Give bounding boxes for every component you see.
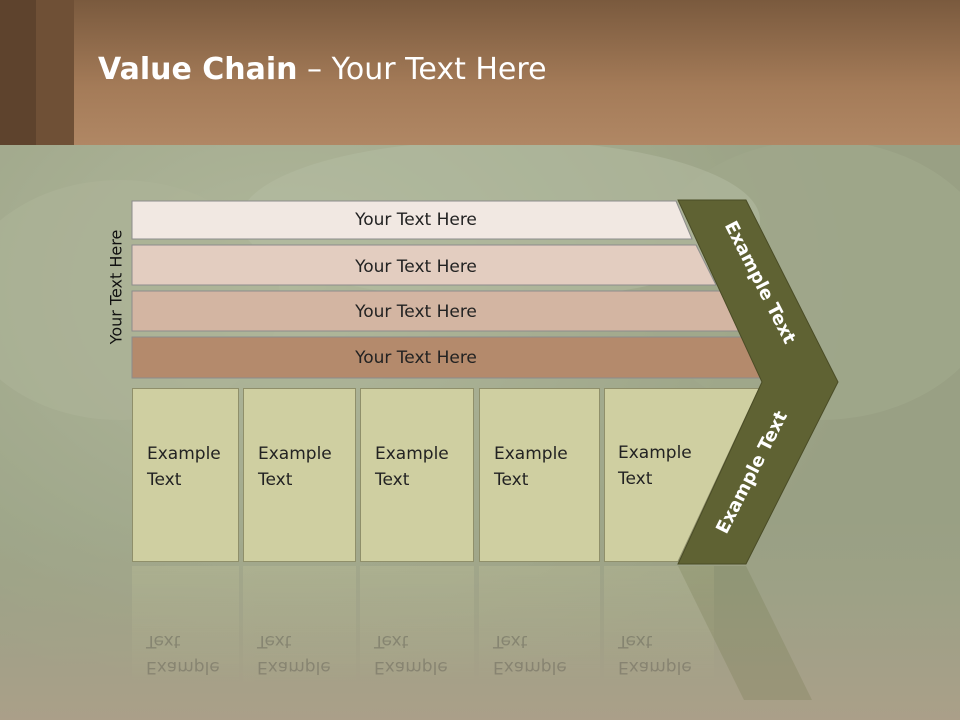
row-bar (131, 200, 693, 240)
title-bar (0, 0, 960, 145)
title-bold: Value Chain (98, 52, 298, 87)
row-label: Your Text Here (354, 257, 477, 277)
title-rest: – Your Text Here (297, 52, 547, 87)
activity-card-last (604, 388, 760, 562)
row-label: Your Text Here (354, 210, 477, 230)
row-bar (131, 244, 717, 286)
row-label: Your Text Here (354, 348, 477, 368)
header-accent (36, 0, 74, 145)
header-accent-dark (0, 0, 36, 145)
row-label: Your Text Here (354, 302, 477, 322)
slide-title: Value Chain – Your Text Here (98, 52, 547, 87)
